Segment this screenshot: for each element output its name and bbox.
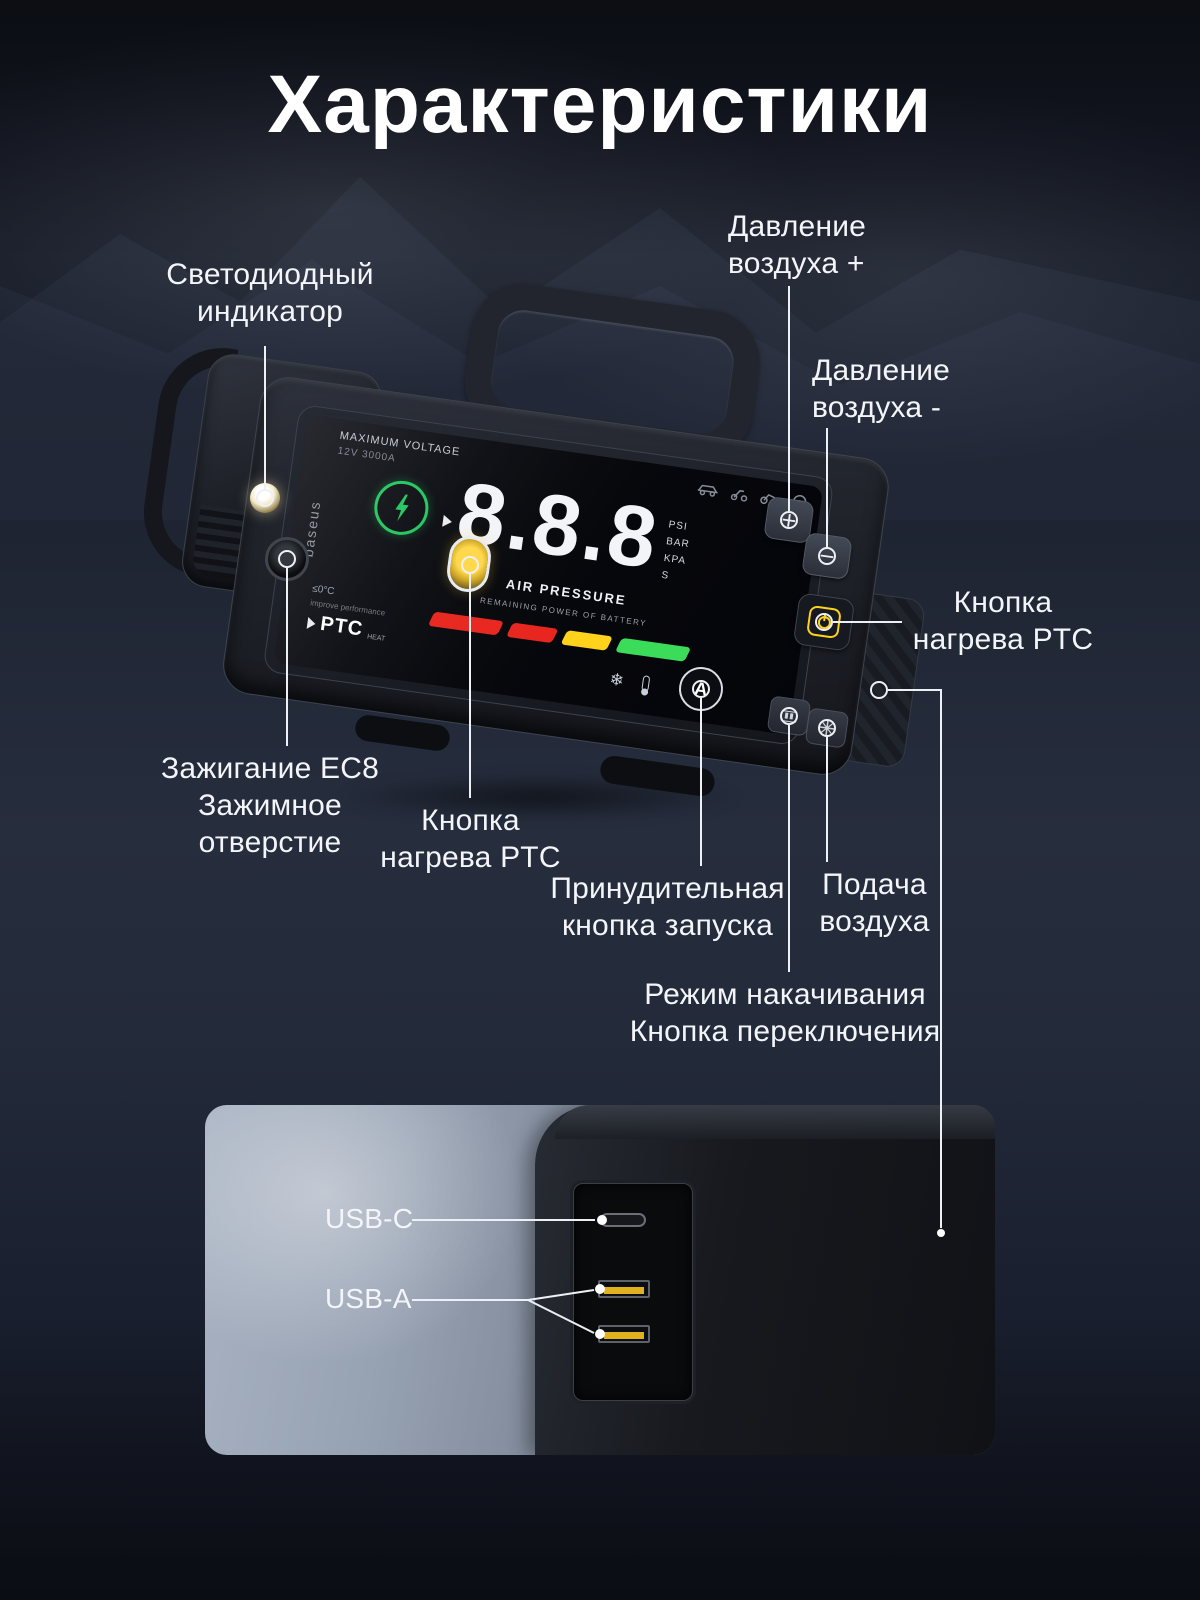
usb-a-tongue-2 — [604, 1332, 644, 1339]
fan-icon — [819, 720, 835, 736]
device-shadow — [250, 765, 830, 829]
usb-a-port-2 — [598, 1325, 650, 1343]
lightning-bolt-icon — [395, 494, 409, 522]
callout-usb-a: USB-A — [325, 1283, 412, 1314]
air-pressure-minus-button: − — [801, 532, 853, 580]
callout-led-indicator: Светодиодный индикатор — [166, 258, 374, 329]
power-icon — [806, 604, 842, 640]
force-start-glyph: A — [693, 677, 709, 700]
callout-air-pressure-minus: Давление воздуха - — [812, 354, 951, 425]
callout-usb-c: USB-C — [325, 1203, 414, 1234]
usb-a-tongue-1 — [604, 1287, 644, 1294]
callout-ec8-clamp: Зажигание EC8 Зажимное отверстие — [161, 752, 379, 860]
car-icon — [697, 484, 718, 497]
usb-c-port — [600, 1213, 646, 1227]
air-supply-button — [804, 707, 850, 749]
ptc-power-button — [792, 592, 856, 652]
callout-ptc-heat-bottom: Кнопка нагрева PTC — [380, 804, 561, 875]
scooter-icon — [730, 489, 748, 502]
callout-inflation-mode: Режим накачивания Кнопка переключения — [629, 978, 941, 1049]
closeup-top-bevel — [555, 1105, 995, 1139]
inflation-mode-button — [766, 695, 812, 737]
mode-display-icon — [780, 709, 798, 723]
callout-force-start: Принудительная кнопка запуска — [550, 872, 785, 943]
callout-air-pressure-plus: Давление воздуха + — [728, 210, 867, 281]
usb-a-port-1 — [598, 1280, 650, 1298]
plus-glyph: + — [779, 503, 799, 536]
callout-air-supply: Подача воздуха — [819, 868, 930, 939]
minus-glyph: − — [817, 539, 837, 572]
callout-ptc-heat-right: Кнопка нагрева PTC — [912, 586, 1094, 657]
page-title: Характеристики — [267, 59, 933, 150]
energy-lightning-icon — [370, 477, 432, 539]
top-vignette — [0, 0, 1200, 260]
usb-closeup-panel — [205, 1105, 995, 1455]
